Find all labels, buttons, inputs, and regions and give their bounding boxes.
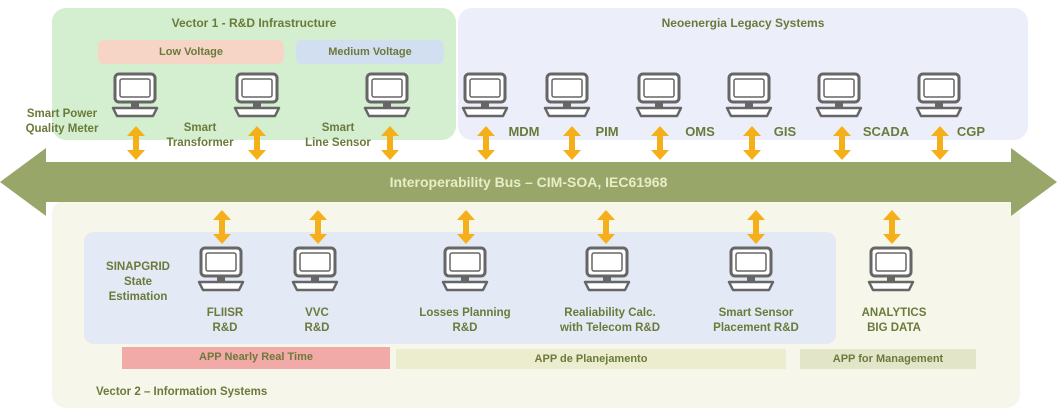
- double-arrow-icon: [597, 210, 615, 244]
- category-planning: APP de Planejamento: [396, 349, 786, 369]
- double-arrow-icon: [127, 126, 145, 160]
- double-arrow-icon: [248, 126, 266, 160]
- double-arrow-icon: [931, 126, 949, 160]
- device-label-power-quality-meter: Smart Power Quality Meter: [25, 108, 99, 135]
- computer-icon: [110, 72, 160, 118]
- vector2-title: Vector 2 – Information Systems: [96, 386, 268, 398]
- double-arrow-icon: [213, 210, 231, 244]
- computer-icon: [582, 246, 632, 292]
- interoperability-bus-label: Interoperability Bus – CIM-SOA, IEC61968: [389, 174, 668, 190]
- double-arrow-icon: [747, 210, 765, 244]
- bus-arrow-icon: [0, 148, 1057, 216]
- legacy-systems-title: Neoenergia Legacy Systems: [661, 16, 825, 30]
- category-near-real-time: APP Nearly Real Time: [122, 347, 390, 369]
- computer-icon: [362, 72, 412, 118]
- computer-icon: [724, 72, 774, 118]
- app-label-vvc: VVC R&D: [304, 307, 330, 334]
- double-arrow-icon: [651, 126, 669, 160]
- system-label-gis: GIS: [773, 124, 797, 139]
- computer-icon: [460, 72, 510, 118]
- app-label-smart-sensor-placement: Smart Sensor Placement R&D: [713, 307, 799, 334]
- app-label-reliability-calc: Realiability Calc. with Telecom R&D: [559, 307, 661, 334]
- computer-icon: [866, 246, 916, 292]
- computer-icon: [814, 72, 864, 118]
- double-arrow-icon: [309, 210, 327, 244]
- vector1-title: Vector 1 - R&D Infrastructure: [171, 16, 337, 30]
- computer-icon: [232, 72, 282, 118]
- device-label-smart-transformer: Smart Transformer: [166, 122, 234, 149]
- system-label-mdm: MDM: [508, 124, 540, 139]
- computer-icon: [914, 72, 964, 118]
- app-label-sinapgrid: SINAPGRID State Estimation: [106, 261, 170, 303]
- app-label-analytics-big-data: ANALYTICS BIG DATA: [861, 307, 927, 334]
- interoperability-bus-arrow: [0, 148, 1057, 216]
- computer-icon: [542, 72, 592, 118]
- system-label-cgp: CGP: [956, 124, 986, 139]
- computer-icon: [726, 246, 776, 292]
- system-label-pim: PIM: [595, 124, 619, 139]
- low-voltage-label: Low Voltage: [98, 40, 284, 64]
- app-label-losses-planning: Losses Planning R&D: [419, 307, 511, 334]
- double-arrow-icon: [743, 126, 761, 160]
- computer-icon: [196, 246, 246, 292]
- computer-icon: [634, 72, 684, 118]
- double-arrow-icon: [457, 210, 475, 244]
- computer-icon: [290, 246, 340, 292]
- system-label-scada: SCADA: [862, 124, 910, 139]
- double-arrow-icon: [563, 126, 581, 160]
- category-management: APP for Management: [800, 349, 976, 369]
- double-arrow-icon: [477, 126, 495, 160]
- device-label-smart-line-sensor: Smart Line Sensor: [305, 122, 371, 149]
- double-arrow-icon: [833, 126, 851, 160]
- double-arrow-icon: [883, 210, 901, 244]
- app-label-fliisr: FLIISR R&D: [206, 307, 244, 334]
- system-label-oms: OMS: [685, 124, 715, 139]
- computer-icon: [440, 246, 490, 292]
- medium-voltage-label: Medium Voltage: [296, 40, 444, 64]
- double-arrow-icon: [381, 126, 399, 160]
